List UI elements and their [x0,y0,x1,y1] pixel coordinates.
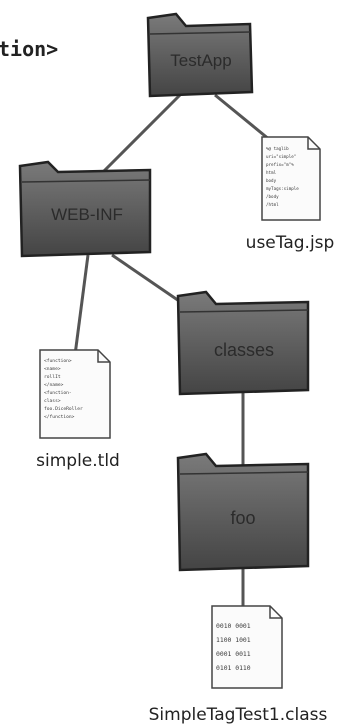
file-label-classfile: SimpleTagTest1.class [149,705,328,725]
svg-text:</function>: </function> [44,414,75,420]
file-label-usetag: useTag.jsp [246,233,335,253]
file-label-tld: simple.tld [36,451,120,471]
document-icon [39,349,111,439]
document-binary-lines: 0010 0001 1100 1001 0001 0011 0101 0110 [216,622,251,672]
tree-connectors [73,93,271,612]
svg-text:1100 1001: 1100 1001 [216,636,251,644]
svg-text:<name>: <name> [44,367,61,372]
folder-icon [176,452,310,572]
svg-text:<function>: <function> [44,358,72,364]
document-icon [211,605,283,689]
folder-icon [18,160,152,258]
folder-foo[interactable]: foo [176,452,310,572]
svg-text:</name>: </name> [44,382,64,388]
file-usetag[interactable]: %@ taglib uri="simple" prefix="m"% html … [246,136,335,253]
connector-testapp-usetag [214,93,271,142]
folder-icon [176,290,310,396]
folder-webinf[interactable]: WEB-INF [18,160,152,258]
folder-classes[interactable]: classes [176,290,310,396]
svg-text:%@ taglib: %@ taglib [266,146,289,151]
folder-label-classes: classes [214,340,274,360]
svg-text:0010 0001: 0010 0001 [216,622,251,630]
svg-text:/body: /body [266,194,279,199]
svg-text:body: body [266,178,277,183]
document-icon [261,136,321,221]
folder-label-foo: foo [230,508,255,528]
folder-label-testapp: TestApp [170,51,231,70]
svg-text:/html: /html [266,202,279,207]
svg-text:uri="simple": uri="simple" [266,154,296,159]
svg-text:myTags:simple: myTags:simple [266,186,299,191]
svg-text:0001 0011: 0001 0011 [216,650,251,658]
header-fragment: tion> [0,37,58,61]
file-tld[interactable]: <function> <name> rollIt </name> <functi… [36,349,120,471]
connector-testapp-webinf [93,93,182,182]
folder-testapp[interactable]: TestApp [146,12,254,98]
file-classfile[interactable]: 0010 0001 1100 1001 0001 0011 0101 0110 … [149,605,328,725]
svg-text:0101 0110: 0101 0110 [216,664,251,672]
svg-text:<function-: <function- [44,390,72,396]
document-code-lines: %@ taglib uri="simple" prefix="m"% html … [266,146,299,207]
connector-webinf-classes [111,253,186,307]
svg-text:html: html [266,170,277,175]
svg-text:rollIt: rollIt [44,374,61,380]
svg-text:prefix="m"%: prefix="m"% [266,162,294,167]
folder-label-webinf: WEB-INF [51,205,123,224]
svg-text:class>: class> [44,398,61,404]
folder-icon [146,12,254,98]
svg-text:foo.DiceRoller: foo.DiceRoller [44,406,83,412]
connector-webinf-tld [73,254,90,356]
document-code-lines: <function> <name> rollIt </name> <functi… [44,358,83,420]
